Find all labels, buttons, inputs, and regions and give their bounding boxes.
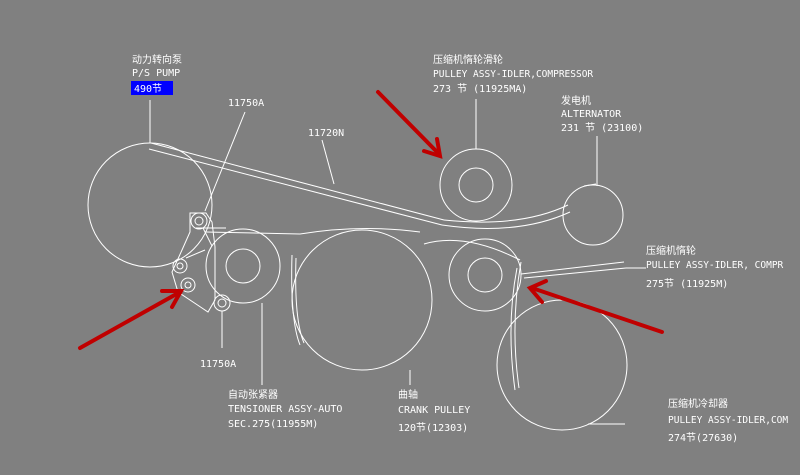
- arrow-compressor-idler: [376, 90, 443, 159]
- tensioner-pulley: [205, 228, 281, 304]
- tensioner-label-en: TENSIONER ASSY-AUTO: [228, 404, 342, 415]
- idler2-label-cn: 压缩机惰轮: [646, 244, 696, 257]
- compressor-idler-label-en: PULLEY ASSY-IDLER,COMPRESSOR: [433, 69, 593, 80]
- part-11720n: 11720N: [308, 128, 344, 139]
- crank-label-cn: 曲轴: [398, 388, 418, 401]
- compressor-idler-size: 273 节 (11925MA): [433, 83, 527, 95]
- compressor-idler-pulley: [439, 148, 513, 222]
- alternator-pulley: [562, 184, 624, 246]
- alternator-label-cn: 发电机: [561, 94, 591, 107]
- tensioner-size: SEC.275(11955M): [228, 419, 318, 430]
- idler2-size: 275节 (11925M): [646, 278, 728, 290]
- ps-pump-label-cn: 动力转向泵: [132, 53, 182, 66]
- ps-pump-label-en: P/S PUMP: [132, 68, 180, 79]
- ps-pump-size-highlight: [131, 81, 173, 95]
- part-11750a-bottom: 11750A: [200, 359, 236, 370]
- belt-upper: [148, 142, 597, 229]
- leader-lines: [149, 99, 646, 425]
- idler-pulley-2: [448, 238, 522, 312]
- arrow-idler-2: [526, 279, 664, 334]
- part-11750a-top: 11750A: [228, 98, 264, 109]
- tensioner-assembly: [171, 212, 231, 313]
- arrow-tensioner: [78, 289, 185, 350]
- alternator-size: 231 节 (23100): [561, 122, 643, 134]
- cooler-size: 274节(27630): [668, 432, 738, 444]
- belt-lower: [196, 227, 627, 391]
- idler2-label-en: PULLEY ASSY-IDLER, COMPR: [646, 260, 784, 271]
- cooler-label-cn: 压缩机冷却器: [668, 397, 728, 410]
- crank-pulley: [291, 229, 433, 371]
- cooler-label-en: PULLEY ASSY-IDLER,COM: [668, 415, 788, 426]
- crank-size: 120节(12303): [398, 422, 468, 434]
- tensioner-label-cn: 自动张紧器: [228, 388, 278, 401]
- crank-label-en: CRANK PULLEY: [398, 405, 470, 416]
- alternator-label-en: ALTERNATOR: [561, 109, 622, 120]
- ps-pump-pulley: [87, 142, 213, 268]
- compressor-idler-label-cn: 压缩机惰轮滑轮: [433, 53, 503, 66]
- ps-pump-size: 490节: [134, 83, 162, 95]
